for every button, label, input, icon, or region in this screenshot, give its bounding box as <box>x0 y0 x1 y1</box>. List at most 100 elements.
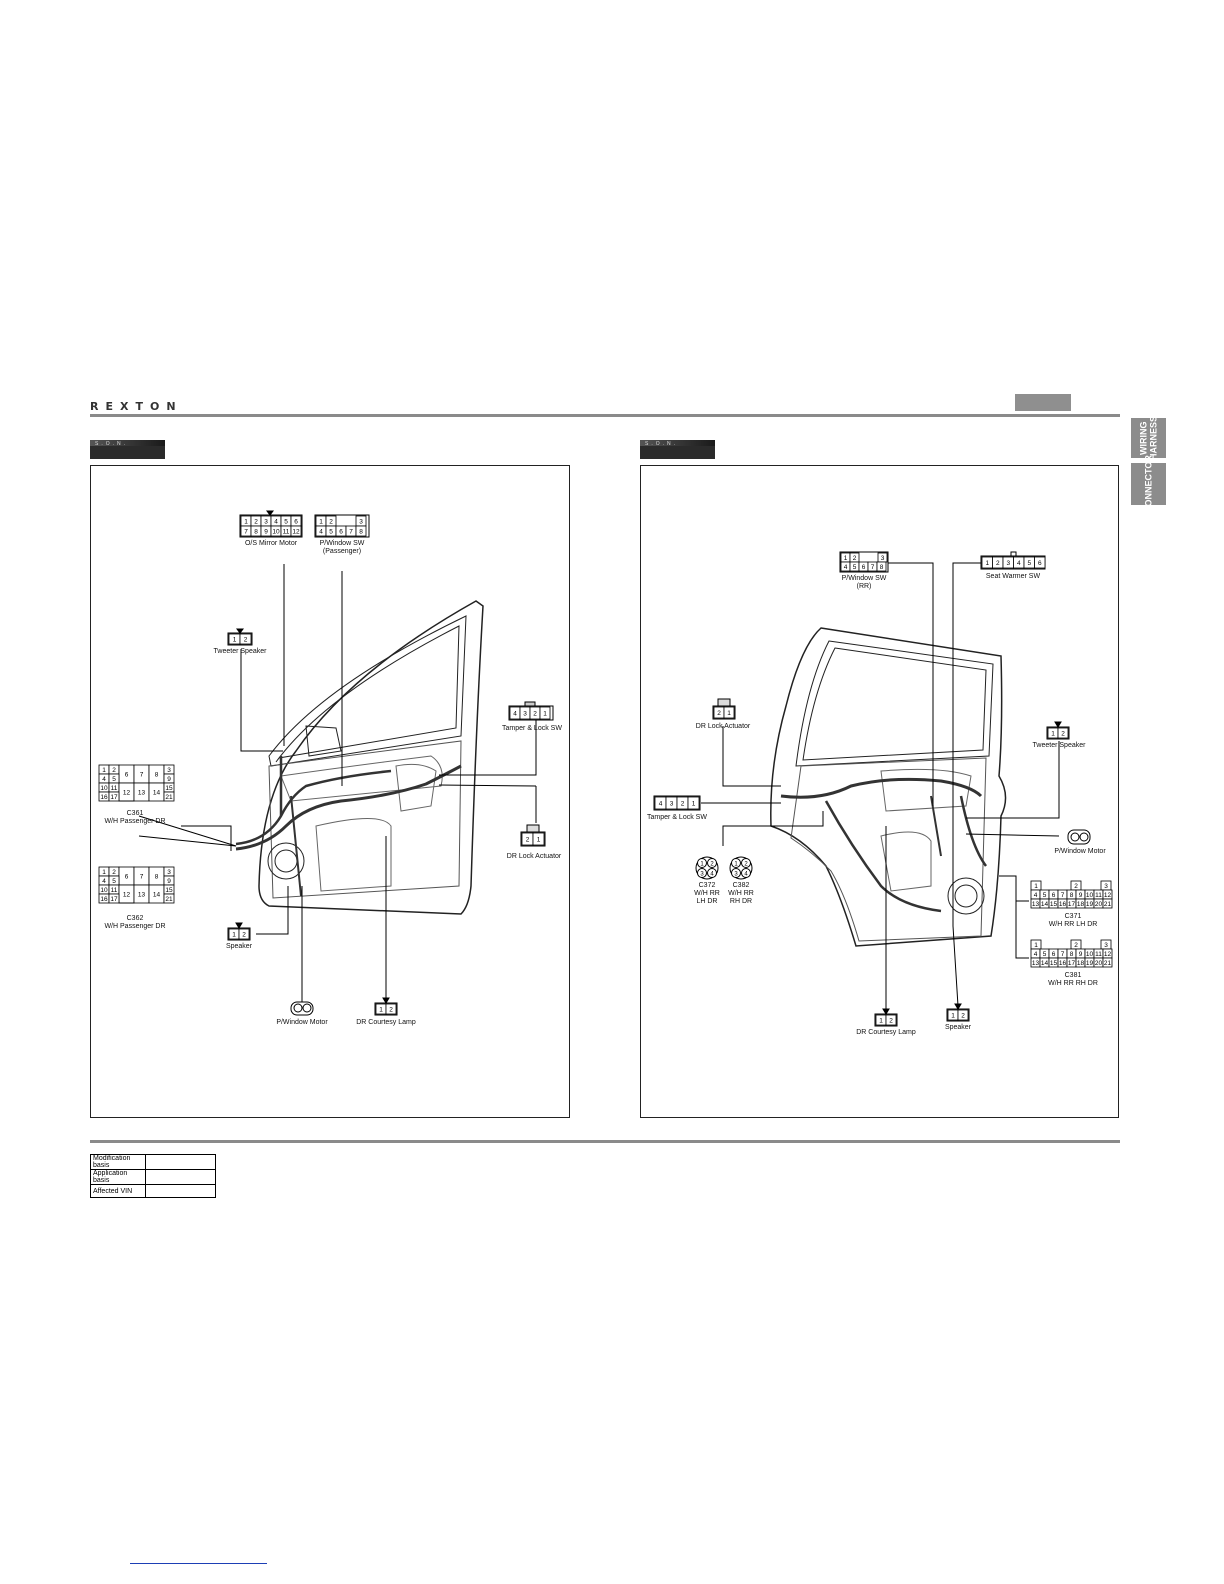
c362-pin-label: 14 <box>153 892 161 899</box>
tamper-pin-label: 1 <box>543 711 547 718</box>
seat-warmer-pin-label: 5 <box>1027 560 1031 567</box>
c372-pin <box>707 868 717 878</box>
c381-pin-label: 19 <box>1086 960 1094 967</box>
c372-pin-label: 3 <box>700 872 704 878</box>
footer-rule <box>90 1140 1120 1143</box>
seat-warmer-pin-label: 6 <box>1038 560 1042 567</box>
section-badge-right-text: S.O.N. <box>645 441 679 447</box>
rr-speaker-cell <box>957 1009 969 1021</box>
os-mirror-pin-label: 3 <box>264 519 268 526</box>
c382-pin-label: 3 <box>734 872 738 878</box>
c381-pin-label: 11 <box>1095 951 1102 958</box>
c371-code-label: C371 <box>1064 913 1082 920</box>
seat-warmer-pin-label: 3 <box>1006 560 1010 567</box>
c371-pin-label: 1 <box>1034 883 1038 890</box>
tamper-pin-label: 2 <box>533 711 537 718</box>
c381-pin-label: 3 <box>1104 942 1108 949</box>
c362-pin-label: 1 <box>102 869 106 876</box>
c361-pin-label: 15 <box>165 785 173 792</box>
c381-pin-label: 12 <box>1104 951 1112 958</box>
rr-tweeter-speaker-label: Tweeter Speaker <box>1032 742 1086 749</box>
c371-pin-label: 12 <box>1104 892 1112 899</box>
brand-logo: REXTON <box>90 400 183 413</box>
pw-sw-pin-label: 8 <box>359 529 363 536</box>
c362-pin-label: 6 <box>125 874 129 881</box>
modification-basis-label: Modification basis <box>90 1154 146 1170</box>
c361-pin-label: 3 <box>167 767 171 774</box>
c361-cell <box>108 791 120 802</box>
rr-dr-courtesy-lamp-label: DR Courtesy Lamp <box>856 1029 916 1036</box>
c381-pin-label: 9 <box>1079 951 1083 958</box>
c371-pin-label: 11 <box>1095 892 1102 899</box>
c382-pin-label: 1 <box>734 862 738 868</box>
c361-pin-label: 12 <box>123 790 131 797</box>
c362-pin-label: 7 <box>140 874 144 881</box>
pw-sw-cell <box>355 525 367 537</box>
tamper-pin-label: 4 <box>513 711 517 718</box>
lamp-pin-label: 2 <box>389 1007 393 1014</box>
c361-pin-label: 1 <box>102 767 106 774</box>
rr-dr-lock-actuator-label: DR Lock Actuator <box>695 723 751 730</box>
c361-pin-label: 11 <box>111 785 118 792</box>
rr-speaker-pin-label: 2 <box>961 1013 965 1020</box>
os-mirror-pin-label: 1 <box>244 519 248 526</box>
pw-sw-pin-label: 7 <box>349 529 353 536</box>
c362-pin-label: 21 <box>165 896 173 903</box>
c361-pin-label: 2 <box>112 767 116 774</box>
c371-pin-label: 14 <box>1041 901 1049 908</box>
rr-tamper-pin-label: 2 <box>681 801 685 808</box>
c381-pin-label: 10 <box>1086 951 1094 958</box>
tweeter-pin-label: 1 <box>233 637 237 644</box>
c371-pin-label: 10 <box>1086 892 1094 899</box>
c362-pin-label: 4 <box>102 878 106 885</box>
pw-sw-pin-label: 3 <box>359 519 363 526</box>
footer-link[interactable] <box>130 1563 267 1564</box>
c372-name-2-label: LH DR <box>696 898 718 905</box>
os-mirror-pin-label: 8 <box>254 529 258 536</box>
os-mirror-pin-label: 9 <box>264 529 268 536</box>
c362-pin-label: 2 <box>112 869 116 876</box>
revision-info-table: Modification basis Application basis Aff… <box>90 1154 216 1198</box>
c372-pin <box>707 858 717 868</box>
c371-pin-label: 8 <box>1070 892 1074 899</box>
rr-pwindow-sw-sub-label: (RR) <box>856 583 872 590</box>
dr-courtesy-lamp-label: DR Courtesy Lamp <box>356 1019 416 1026</box>
c381-pin-label: 5 <box>1043 951 1047 958</box>
c362-pin-label: 10 <box>100 887 108 894</box>
c371-pin-label: 19 <box>1086 901 1094 908</box>
c362-pin-label: 12 <box>123 892 131 899</box>
tamper-lock-sw-label: Tamper & Lock SW <box>502 725 562 732</box>
rr-pw-sw-pin-label: 5 <box>853 564 857 571</box>
os-mirror-pin-label: 4 <box>274 519 278 526</box>
c372-code-label: C372 <box>698 882 716 889</box>
os-mirror-cell <box>290 525 302 537</box>
c382-pin <box>731 868 741 878</box>
header-rule <box>90 414 1120 417</box>
tab-connector[interactable]: CONNECTOR <box>1131 455 1166 513</box>
pw-sw-pin-label: 4 <box>319 529 323 536</box>
c371-pin-label: 16 <box>1059 901 1067 908</box>
c382-pin <box>741 868 751 878</box>
tab-wiring-harness[interactable]: WIRING HARNESS <box>1131 416 1166 460</box>
modification-basis-value <box>145 1154 216 1170</box>
lamp-cell <box>385 1003 397 1015</box>
table-row: Application basis <box>90 1169 216 1185</box>
c361-pin-label: 14 <box>153 790 161 797</box>
c371-pin-label: 18 <box>1077 901 1085 908</box>
speaker-label: Speaker <box>225 943 253 950</box>
c381-pin-label: 1 <box>1034 942 1038 949</box>
pwindow-sw-label: P/Window SW <box>319 540 365 547</box>
c362-name-label: W/H Passenger DR <box>104 923 166 930</box>
lock-cell <box>532 832 545 846</box>
lock-pin-label: 2 <box>526 837 530 844</box>
rr-pwindow-sw-label: P/Window SW <box>841 575 887 582</box>
pw-sw-pin-label: 5 <box>329 529 333 536</box>
c362-cell <box>108 893 120 904</box>
rr-speaker-label: Speaker <box>944 1024 972 1031</box>
rr-pw-sw-pin-label: 7 <box>871 564 875 571</box>
rr-lock-pin-label: 1 <box>727 710 731 717</box>
seat-warmer-cell <box>1034 556 1046 569</box>
rr-lock-cell <box>723 706 735 719</box>
